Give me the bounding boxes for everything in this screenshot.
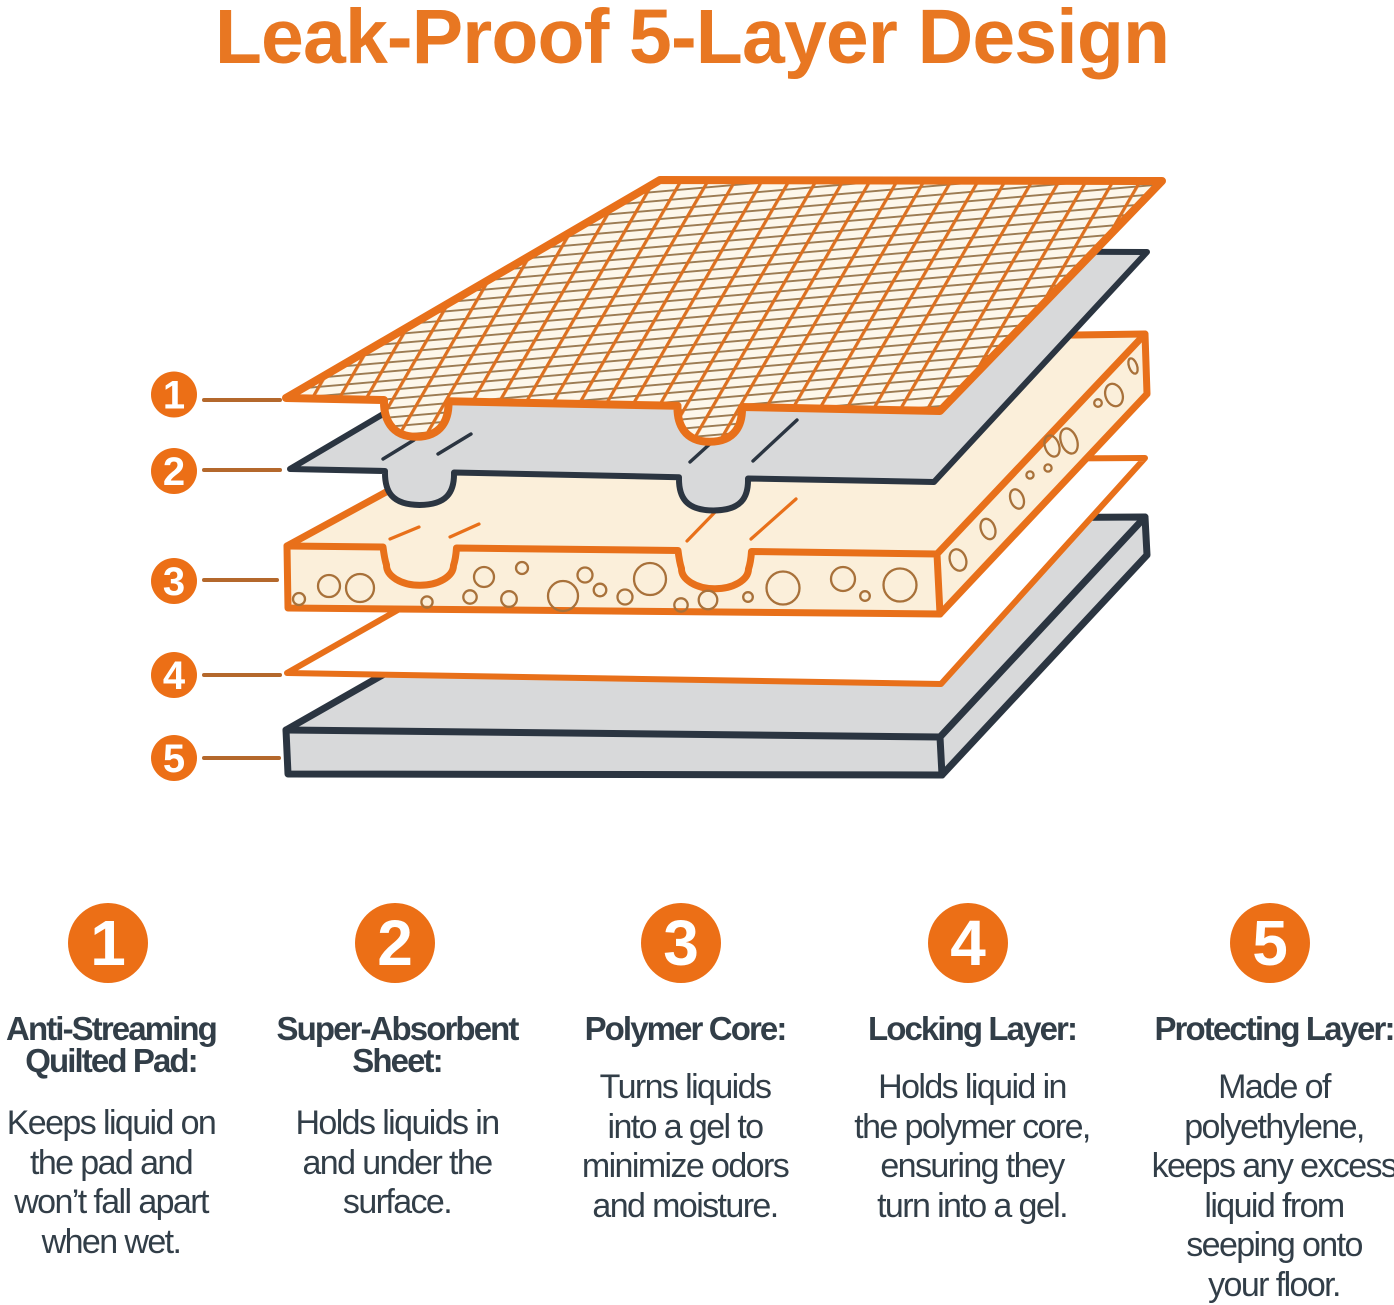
svg-text:5: 5 <box>163 737 185 781</box>
svg-text:4: 4 <box>163 654 186 698</box>
svg-text:1: 1 <box>163 374 185 418</box>
svg-text:3: 3 <box>163 560 185 604</box>
svg-text:2: 2 <box>163 450 185 494</box>
